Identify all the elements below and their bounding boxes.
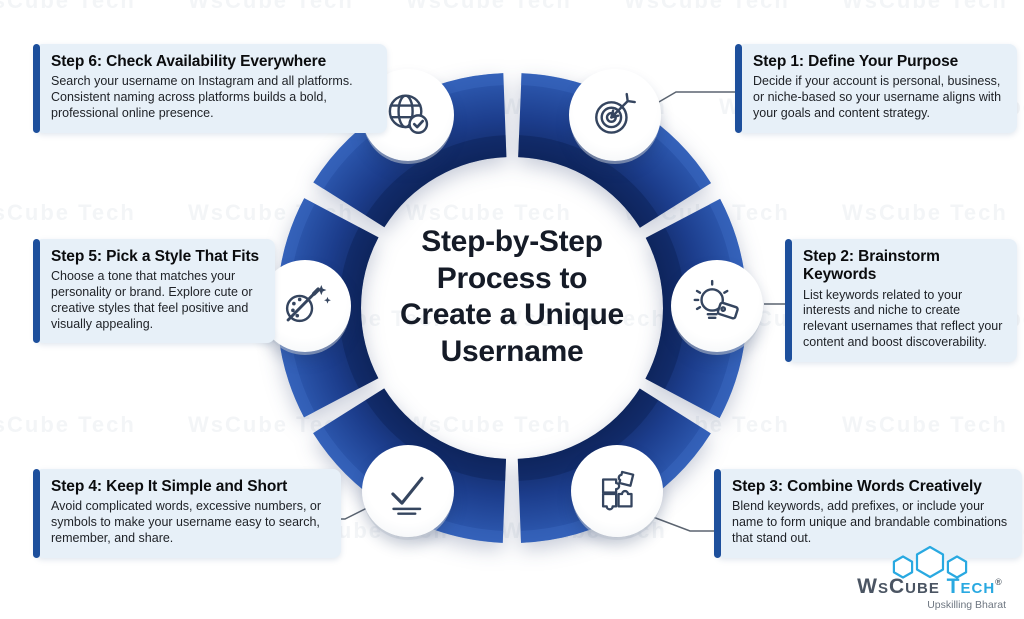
step-4-body: Avoid complicated words, excessive numbe… (51, 499, 322, 545)
center-title-line: Create a Unique (400, 298, 624, 332)
step-3-body: Blend keywords, add prefixes, or include… (732, 499, 1008, 545)
step-2-body: List keywords related to your interests … (803, 287, 1003, 349)
connector-step3 (652, 516, 716, 532)
step-2-title: Step 2: Brainstorm Keywords (803, 248, 940, 284)
step-card-accent-bar (33, 44, 40, 133)
lightbulb-tag-icon (671, 260, 763, 352)
center-title-line: Step-by-Step (421, 225, 603, 258)
connector-step1 (651, 91, 737, 107)
step-card-1: Step 1: Define Your Purpose Decide if yo… (735, 44, 1017, 133)
step-card-accent-bar (785, 239, 792, 362)
step-card-accent-bar (714, 469, 721, 558)
step-card-3: Step 3: Combine Words Creatively Blend k… (714, 469, 1022, 558)
step-card-4: Step 4: Keep It Simple and Short Avoid c… (33, 469, 341, 558)
center-title-line: Username (440, 334, 584, 368)
target-icon (569, 69, 661, 161)
step-card-accent-bar (735, 44, 742, 133)
step-5-title: Step 5: Pick a Style That Fits (51, 248, 260, 265)
step-card-accent-bar (33, 469, 40, 558)
step-card-6: Step 6: Check Availability Everywhere Se… (33, 44, 387, 133)
logo-ws: WsCube (857, 575, 947, 598)
center-title: Step-by-Step Process to Create a Unique … (380, 224, 644, 370)
step-4-title: Step 4: Keep It Simple and Short (51, 478, 288, 495)
step-3-title: Step 3: Combine Words Creatively (732, 478, 982, 495)
step-card-2: Step 2: Brainstorm Keywords List keyword… (785, 239, 1017, 362)
logo-wordmark: WsCube Tech® (857, 576, 1003, 597)
ring-inner-shadow (339, 135, 685, 481)
step-card-accent-bar (33, 239, 40, 344)
center-title-line: Process to (436, 261, 588, 295)
step-6-title: Step 6: Check Availability Everywhere (51, 53, 327, 70)
registered-mark: ® (995, 577, 1003, 587)
step-5-body: Choose a tone that matches your personal… (51, 269, 253, 331)
puzzle-icon (571, 445, 663, 537)
logo-tagline: Upskilling Bharat (927, 599, 1006, 611)
wscube-tech-logo: WsCube Tech® Upskilling Bharat (854, 544, 1006, 611)
hexagon-cloud-icon (892, 545, 968, 579)
step-1-title: Step 1: Define Your Purpose (753, 53, 959, 70)
checkmark-icon (362, 445, 454, 537)
step-card-5: Step 5: Pick a Style That Fits Choose a … (33, 239, 275, 344)
step-1-body: Decide if your account is personal, busi… (753, 74, 1002, 120)
logo-tech: Tech (946, 575, 996, 598)
step-6-body: Search your username on Instagram and al… (51, 74, 353, 120)
